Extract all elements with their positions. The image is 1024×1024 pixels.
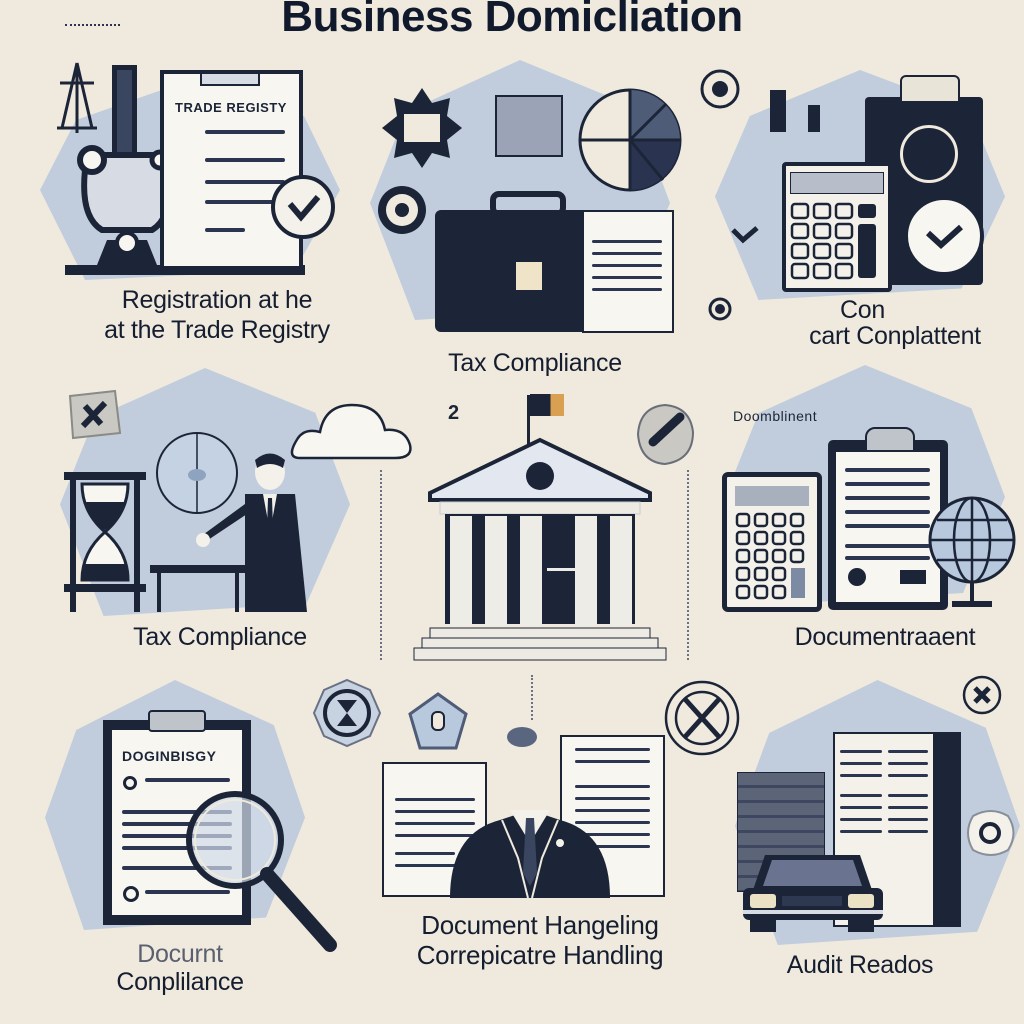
base-shelf <box>65 265 305 275</box>
flag-icon <box>530 394 564 416</box>
bar-chart-icon <box>770 90 786 132</box>
magnifier-icon <box>186 791 337 952</box>
divider <box>65 24 120 26</box>
flag-pole <box>527 395 530 445</box>
clock-icon <box>271 175 335 239</box>
dot-icon <box>507 727 537 747</box>
globe-icon <box>928 496 1016 607</box>
calculator-keys <box>790 202 876 280</box>
panel-corporate-handling: Document Hangeling Correpicatre Handling <box>360 670 740 1024</box>
panel-tax-compliance-top: Tax Compliance <box>360 0 690 390</box>
compass-x-icon <box>664 680 740 756</box>
panel-document-compliance: DOGINBISGY Docurnt Conplilance <box>0 670 382 1024</box>
hourglass-badge-icon <box>312 678 382 748</box>
businessman-icon <box>196 453 307 612</box>
panel-tax-compliance-mid: Tax Compliance <box>0 360 412 670</box>
panel-document-management: Doomblinent Documentraaent <box>700 360 1024 670</box>
document-spine <box>933 732 961 927</box>
divider <box>531 675 533 720</box>
hourglass-icon <box>64 472 146 612</box>
car-icon <box>743 855 883 932</box>
small-heading: Doomblinent <box>733 408 818 424</box>
courthouse-icon <box>413 437 667 661</box>
desk-leg <box>157 572 161 612</box>
calculator-display <box>790 172 884 194</box>
eye-icon <box>848 568 866 586</box>
page-title: Business Domicliation <box>281 0 743 41</box>
desk-icon <box>150 565 250 573</box>
microscope-icon <box>77 65 173 265</box>
clipboard-heading: TRADE REGISTY <box>175 100 287 115</box>
clipboard-clip <box>148 710 206 732</box>
panel-government-building: 2 <box>380 380 700 670</box>
binder-clip <box>900 75 960 103</box>
calculator-keys <box>735 512 805 600</box>
number-glyph: 2 <box>448 402 460 424</box>
badge-icon <box>382 88 462 168</box>
panel-trade-registry: TRADE REGISTY Registration at he at the … <box>0 0 360 360</box>
clipboard-clip <box>865 427 915 452</box>
wall-clock-icon <box>156 432 238 514</box>
seal-icon <box>378 186 426 234</box>
clipboard-icon <box>160 70 303 270</box>
divider <box>380 470 382 660</box>
scale-icon <box>57 62 97 133</box>
pie-chart-icon <box>578 88 682 192</box>
divider <box>687 470 689 660</box>
stamp-mark <box>900 570 926 584</box>
bar-chart-bar <box>808 105 820 132</box>
panel-compliance-top-right: Con cart Conplattent <box>690 0 1024 360</box>
stamp-icon <box>68 389 122 440</box>
desk-leg <box>235 572 239 612</box>
panel-label: Registration at he at the Trade Registry <box>104 286 330 344</box>
bell-icon <box>700 69 740 109</box>
calculator-display <box>735 486 809 506</box>
panel-label: Tax Compliance <box>448 349 622 377</box>
cloud-icon <box>290 403 412 460</box>
panel-label: Documentraaent <box>794 623 976 651</box>
clipboard-clip <box>200 72 260 86</box>
x-circle-icon <box>962 675 1002 715</box>
checkmark-badge-icon <box>636 403 695 466</box>
panel-audit-readiness: Audit Readοs <box>720 660 1024 1024</box>
shield-icon <box>708 297 732 321</box>
businessman-suit-icon <box>450 810 610 899</box>
panel-label: Audit Readοs <box>786 951 934 979</box>
bulb-emblem <box>900 125 958 183</box>
panel-label: Tax Compliance <box>133 623 307 651</box>
panel-label: Docurnt Conplilance <box>116 940 244 996</box>
photo-frame-icon <box>495 95 563 157</box>
clipboard-heading: DOGINBISGY <box>122 748 217 764</box>
panel-label: Document Hangeling Correpicatre Handling <box>416 910 664 970</box>
checkmark-icon <box>731 226 759 244</box>
pentagon-badge-icon <box>408 692 468 750</box>
clock-icon <box>904 196 984 276</box>
gear-icon <box>967 810 1015 856</box>
panel-label: Con cart Conplattent <box>809 296 981 350</box>
document-icon <box>582 210 674 333</box>
